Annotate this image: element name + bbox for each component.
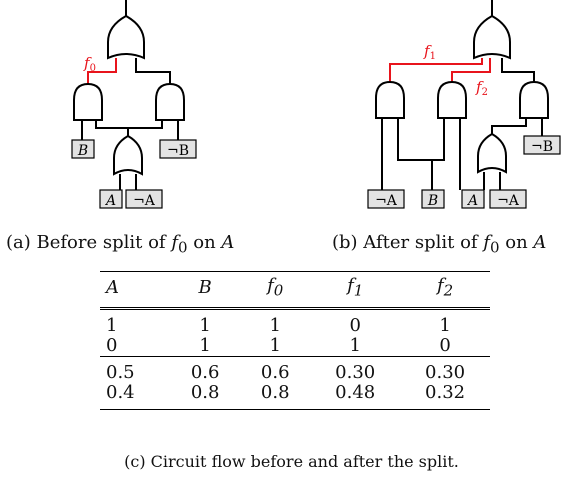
table-cell: 0 — [349, 314, 361, 336]
leaf-nota1-b — [367, 189, 405, 209]
leaf-label-nota-a: ¬A — [133, 193, 156, 209]
table-cell: 0.6 — [240, 355, 311, 383]
flow-label-f0: f0 — [83, 54, 96, 74]
col-header-b: B — [198, 277, 212, 299]
col-header-f2: f2 — [436, 275, 454, 300]
leaf-label-nota1-b: ¬A — [375, 193, 398, 209]
table-cell: 0.4 — [100, 382, 171, 410]
leaf-label-a-b: A — [466, 193, 478, 209]
col-header-a: A — [106, 277, 119, 299]
leaf-notb-b — [523, 135, 561, 155]
leaf-label-nota2-b: ¬A — [497, 193, 520, 209]
and-gate-1-b — [375, 80, 405, 119]
leaf-nota2-b — [489, 189, 527, 209]
table-cell: 0.5 — [100, 355, 171, 383]
and-gate-right-a — [155, 82, 185, 121]
flow-table: A B f0 f1 f2 1 1 1 0 1 0 1 1 1 0 — [100, 271, 490, 410]
table-row: 0 1 1 1 0 — [100, 334, 490, 357]
or-gate-mid-b — [477, 132, 507, 174]
leaf-nota-a — [125, 189, 163, 209]
table-row: 0.5 0.6 0.6 0.30 0.30 — [100, 355, 490, 383]
or-gate-root-a — [107, 14, 145, 60]
flow-table-container: A B f0 f1 f2 1 1 1 0 1 0 1 1 1 0 — [100, 271, 490, 410]
table-cell: 1 — [439, 314, 451, 336]
or-gate-root-b — [473, 14, 511, 60]
table-cell: 1 — [269, 334, 281, 356]
leaf-label-notb-b: ¬B — [531, 139, 553, 155]
table-cell: 0.8 — [240, 382, 311, 410]
leaf-b-b — [421, 189, 445, 209]
leaf-notb-a — [159, 139, 197, 159]
table-cell: 1 — [199, 334, 211, 356]
table-row: 0.4 0.8 0.8 0.48 0.32 — [100, 382, 490, 410]
caption-b: (b) After split of f0 on A — [332, 232, 547, 257]
table-cell: 1 — [199, 314, 211, 336]
table-cell: 0.6 — [170, 355, 241, 383]
leaf-a-b — [461, 189, 485, 209]
table-cell: 0.8 — [170, 382, 241, 410]
table-cell: 1 — [106, 314, 118, 336]
table-cell: 0.32 — [400, 382, 490, 410]
and-gate-3-b — [519, 80, 549, 119]
table-row: 1 1 1 0 1 — [100, 308, 490, 336]
table-cell: 1 — [269, 314, 281, 336]
and-gate-2-b — [437, 80, 467, 119]
caption-a: (a) Before split of f0 on A — [6, 232, 235, 257]
table-cell: 0.30 — [400, 355, 490, 383]
flow-label-f1: f1 — [423, 42, 436, 62]
leaf-label-b-b: B — [427, 193, 438, 209]
col-header-f0: f0 — [267, 275, 284, 300]
leaf-label-b-a: B — [77, 143, 88, 159]
caption-c: (c) Circuit flow before and after the sp… — [124, 452, 459, 471]
flow-label-f2: f2 — [475, 78, 488, 98]
leaf-a-a — [99, 189, 123, 209]
table-cell: 0.30 — [310, 355, 401, 383]
table-cell: 0.48 — [310, 382, 401, 410]
leaf-label-notb-a: ¬B — [167, 143, 189, 159]
col-header-f1: f1 — [347, 275, 364, 300]
table-cell: 0 — [106, 334, 118, 356]
table-cell: 0 — [439, 334, 451, 356]
leaf-b-a — [71, 139, 95, 159]
table-cell: 1 — [349, 334, 361, 356]
and-gate-left-a — [73, 82, 103, 121]
leaf-label-a-a: A — [104, 193, 116, 209]
or-gate-mid-a — [113, 134, 143, 176]
